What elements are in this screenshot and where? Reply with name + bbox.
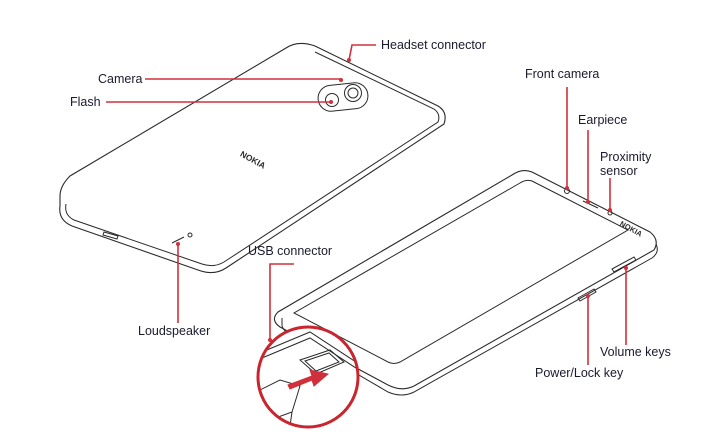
label-power-lock-key: Power/Lock key <box>535 366 624 380</box>
label-flash: Flash <box>70 95 101 109</box>
loudspeaker-grille <box>171 232 193 244</box>
label-usb-connector: USB connector <box>248 244 332 258</box>
labels: Headset connector Camera Flash Front cam… <box>70 38 671 380</box>
label-volume-keys: Volume keys <box>600 345 671 359</box>
back-usb-port <box>102 231 119 240</box>
label-camera: Camera <box>98 72 143 86</box>
power-lock-key-button[interactable] <box>577 288 597 302</box>
earpiece-slot <box>582 200 599 209</box>
front-screen <box>292 179 630 364</box>
leader-lines <box>106 44 628 365</box>
label-earpiece: Earpiece <box>578 113 627 127</box>
label-headset-connector: Headset connector <box>381 38 486 52</box>
label-front-camera: Front camera <box>525 67 599 81</box>
phone-back: NOKIA <box>59 42 446 274</box>
label-proximity-line2: sensor <box>600 164 638 178</box>
volume-keys-button[interactable] <box>611 256 637 273</box>
usb-connector-zoom <box>256 325 360 429</box>
label-loudspeaker: Loudspeaker <box>138 324 210 338</box>
label-proximity-line1: Proximity <box>600 150 652 164</box>
rear-camera-module <box>317 82 369 112</box>
